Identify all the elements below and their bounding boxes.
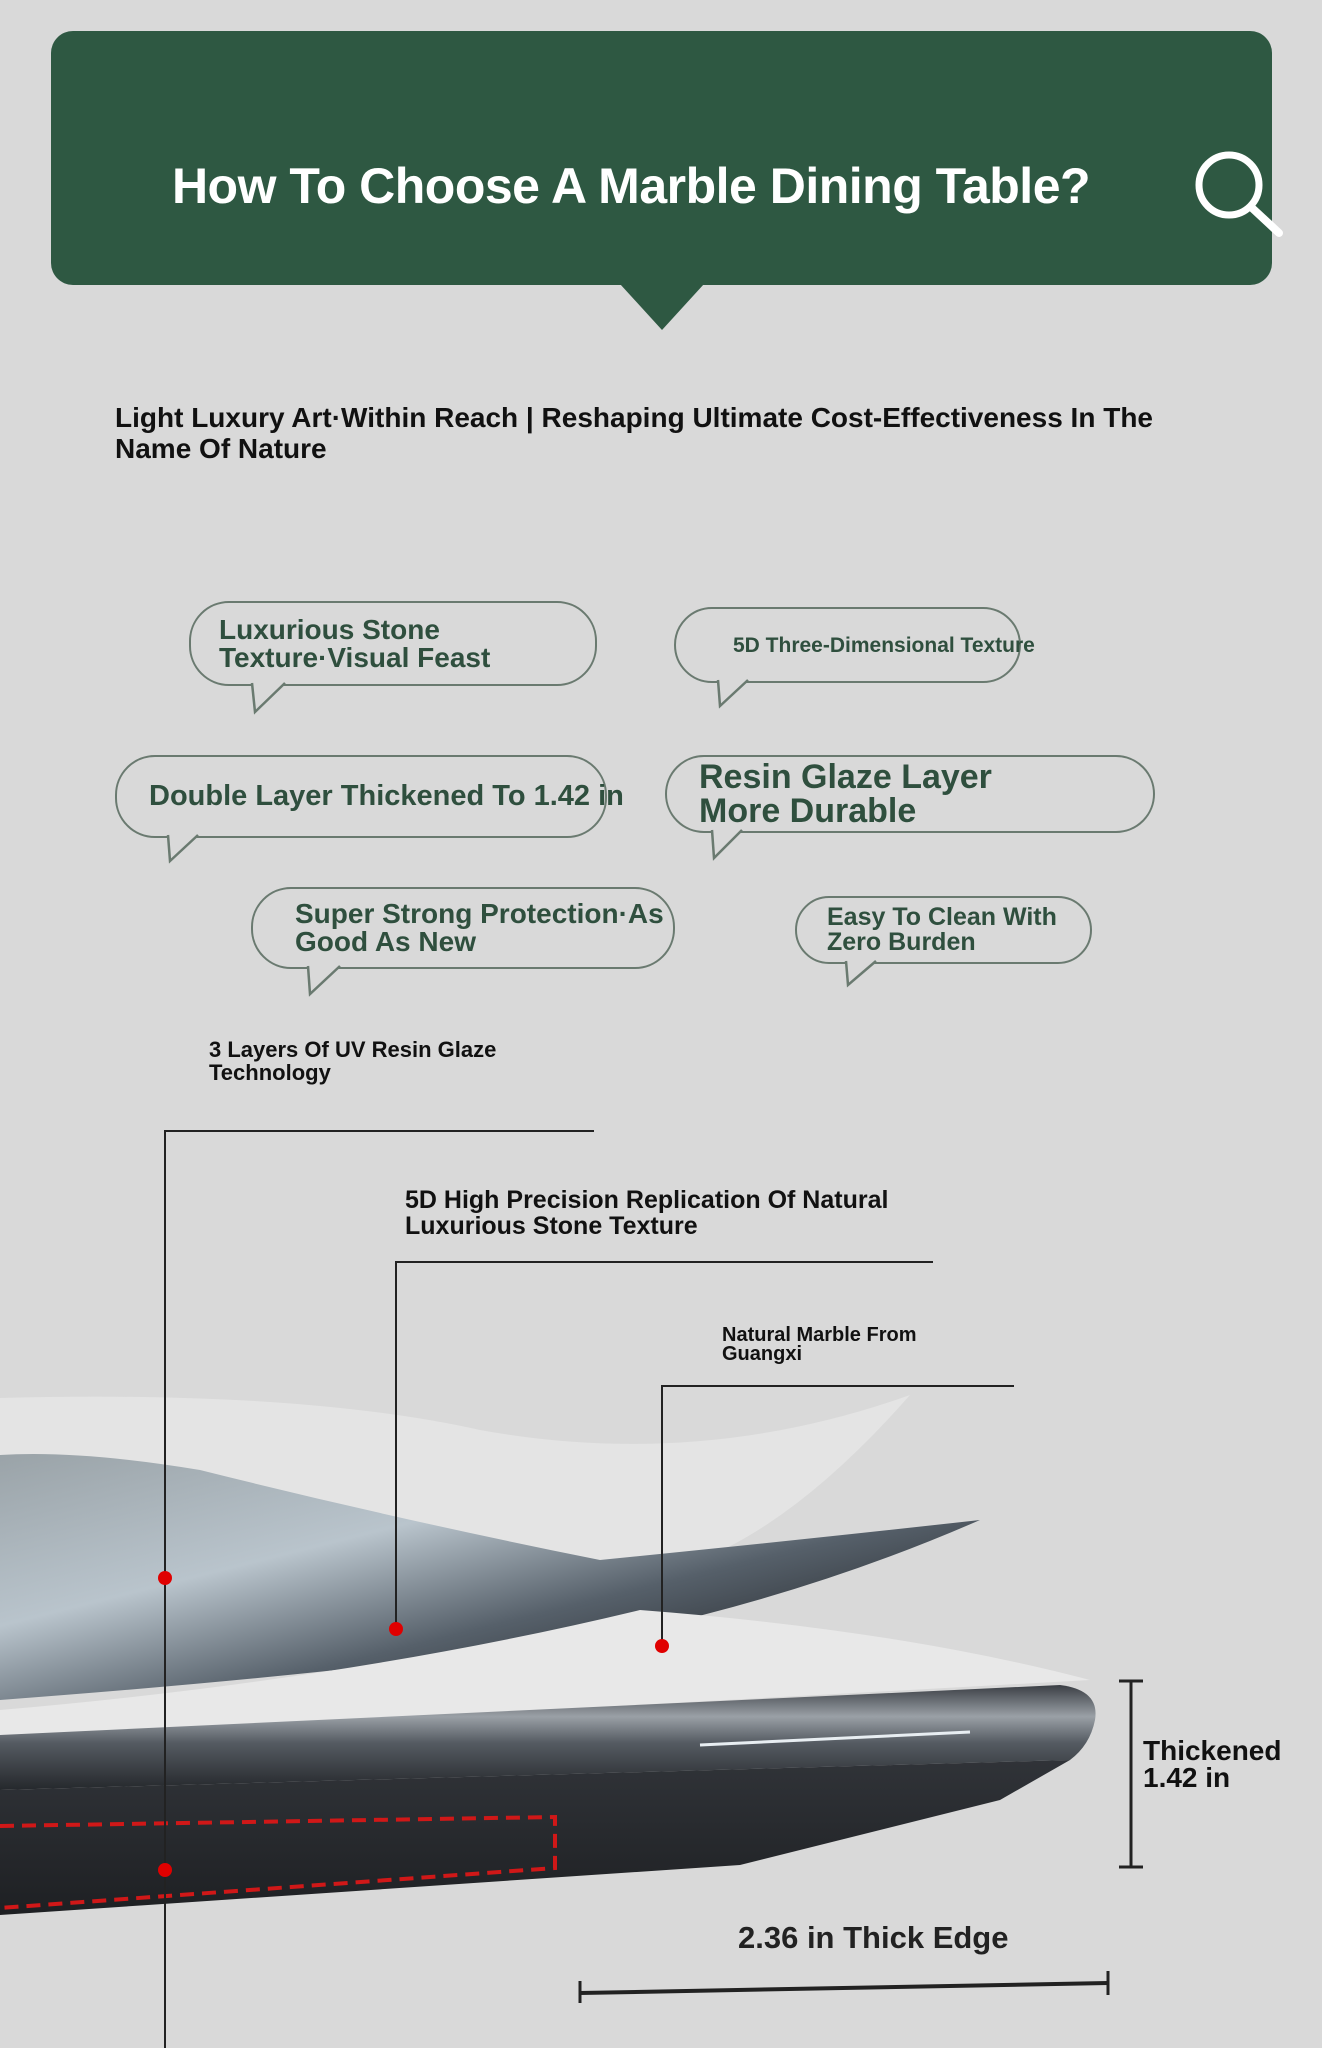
marker-dot (389, 1622, 403, 1636)
bubble-tail (716, 679, 749, 709)
table-base (0, 1760, 1070, 1915)
feature-bubble-easy-clean: Easy To Clean With Zero Burden (795, 896, 1092, 964)
feature-bubble-stone-texture: Luxurious Stone Texture·Visual Feast (189, 601, 597, 686)
thickness-bar (1119, 1679, 1143, 1869)
edge-label: 2.36 in Thick Edge (738, 1920, 1009, 1955)
feature-label: Resin Glaze Layer More Durable (699, 758, 992, 830)
marker-dot (158, 1863, 172, 1877)
feature-label: Double Layer Thickened To 1.42 in (149, 780, 624, 812)
feature-label: Luxurious Stone Texture·Visual Feast (219, 613, 491, 673)
callout-5d-replication: 5D High Precision Replication Of Natural… (405, 1186, 889, 1241)
feature-bubble-resin-glaze: Resin Glaze Layer More Durable (665, 755, 1155, 833)
page-title: How To Choose A Marble Dining Table? (171, 158, 1091, 214)
leader-line (661, 1385, 663, 1646)
subtitle: Light Luxury Art·Within Reach | Reshapin… (115, 402, 1153, 464)
table-edge (0, 1685, 1096, 1790)
bubble-tail (710, 829, 743, 861)
feature-label: Easy To Clean With Zero Burden (827, 903, 1057, 956)
leader-line (661, 1385, 1014, 1387)
leader-line (164, 1130, 166, 2048)
bubble-tail (844, 960, 877, 988)
dashed-highlight (0, 1814, 557, 1910)
marker-dot (655, 1639, 669, 1653)
marker-dot (158, 1571, 172, 1585)
leader-line (395, 1261, 933, 1263)
callout-uv-resin: 3 Layers Of UV Resin Glaze Technology (209, 1037, 497, 1086)
feature-label: 5D Three-Dimensional Texture (733, 633, 1035, 657)
leader-line (395, 1261, 397, 1629)
feature-bubble-5d-texture: 5D Three-Dimensional Texture (674, 607, 1035, 683)
header-pointer (620, 284, 704, 330)
edge-width-bar (578, 1971, 1110, 2003)
bubble-tail (306, 965, 341, 997)
callout-natural-marble: Natural Marble From Guangxi (722, 1324, 917, 1365)
leader-line (164, 1130, 594, 1132)
bubble-tail (250, 682, 286, 715)
marble-table-illustration (0, 1395, 1096, 1915)
feature-label: Super Strong Protection·As Good As New (295, 898, 664, 957)
marble-texture-layer (0, 1454, 980, 1700)
feature-bubble-protection: Super Strong Protection·As Good As New (251, 887, 675, 969)
header-banner: How To Choose A Marble Dining Table? (51, 31, 1283, 285)
feature-bubble-double-layer: Double Layer Thickened To 1.42 in (115, 755, 624, 838)
natural-marble-surface (0, 1610, 1090, 1740)
search-icon (1195, 151, 1283, 237)
bubble-tail (166, 834, 199, 864)
thickened-label: Thickened 1.42 in (1143, 1735, 1282, 1793)
